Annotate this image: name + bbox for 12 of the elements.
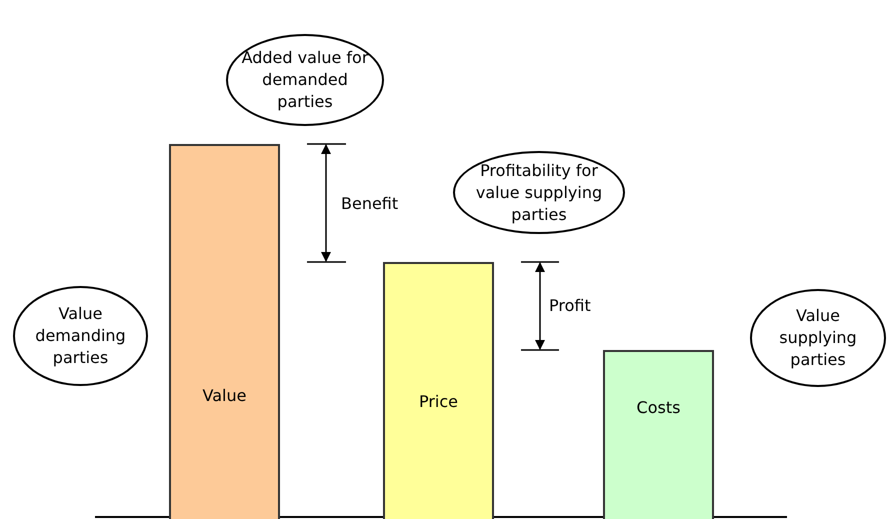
dimension-label: Benefit: [341, 194, 398, 213]
ellipse-label: Value supplying parties: [778, 305, 858, 371]
ellipse-label: Added value for demanded parties: [240, 47, 370, 113]
ellipse-label: Profitability for value supplying parties: [474, 160, 604, 226]
bar-label: Costs: [636, 398, 682, 417]
dimension-label: Profit: [549, 296, 591, 315]
bar-label: Value: [202, 386, 248, 405]
bar: [383, 262, 494, 519]
bar: [169, 144, 280, 519]
ellipse-label: Value demanding parties: [34, 303, 127, 369]
bar-label: Price: [418, 392, 460, 411]
bar: [603, 350, 714, 519]
